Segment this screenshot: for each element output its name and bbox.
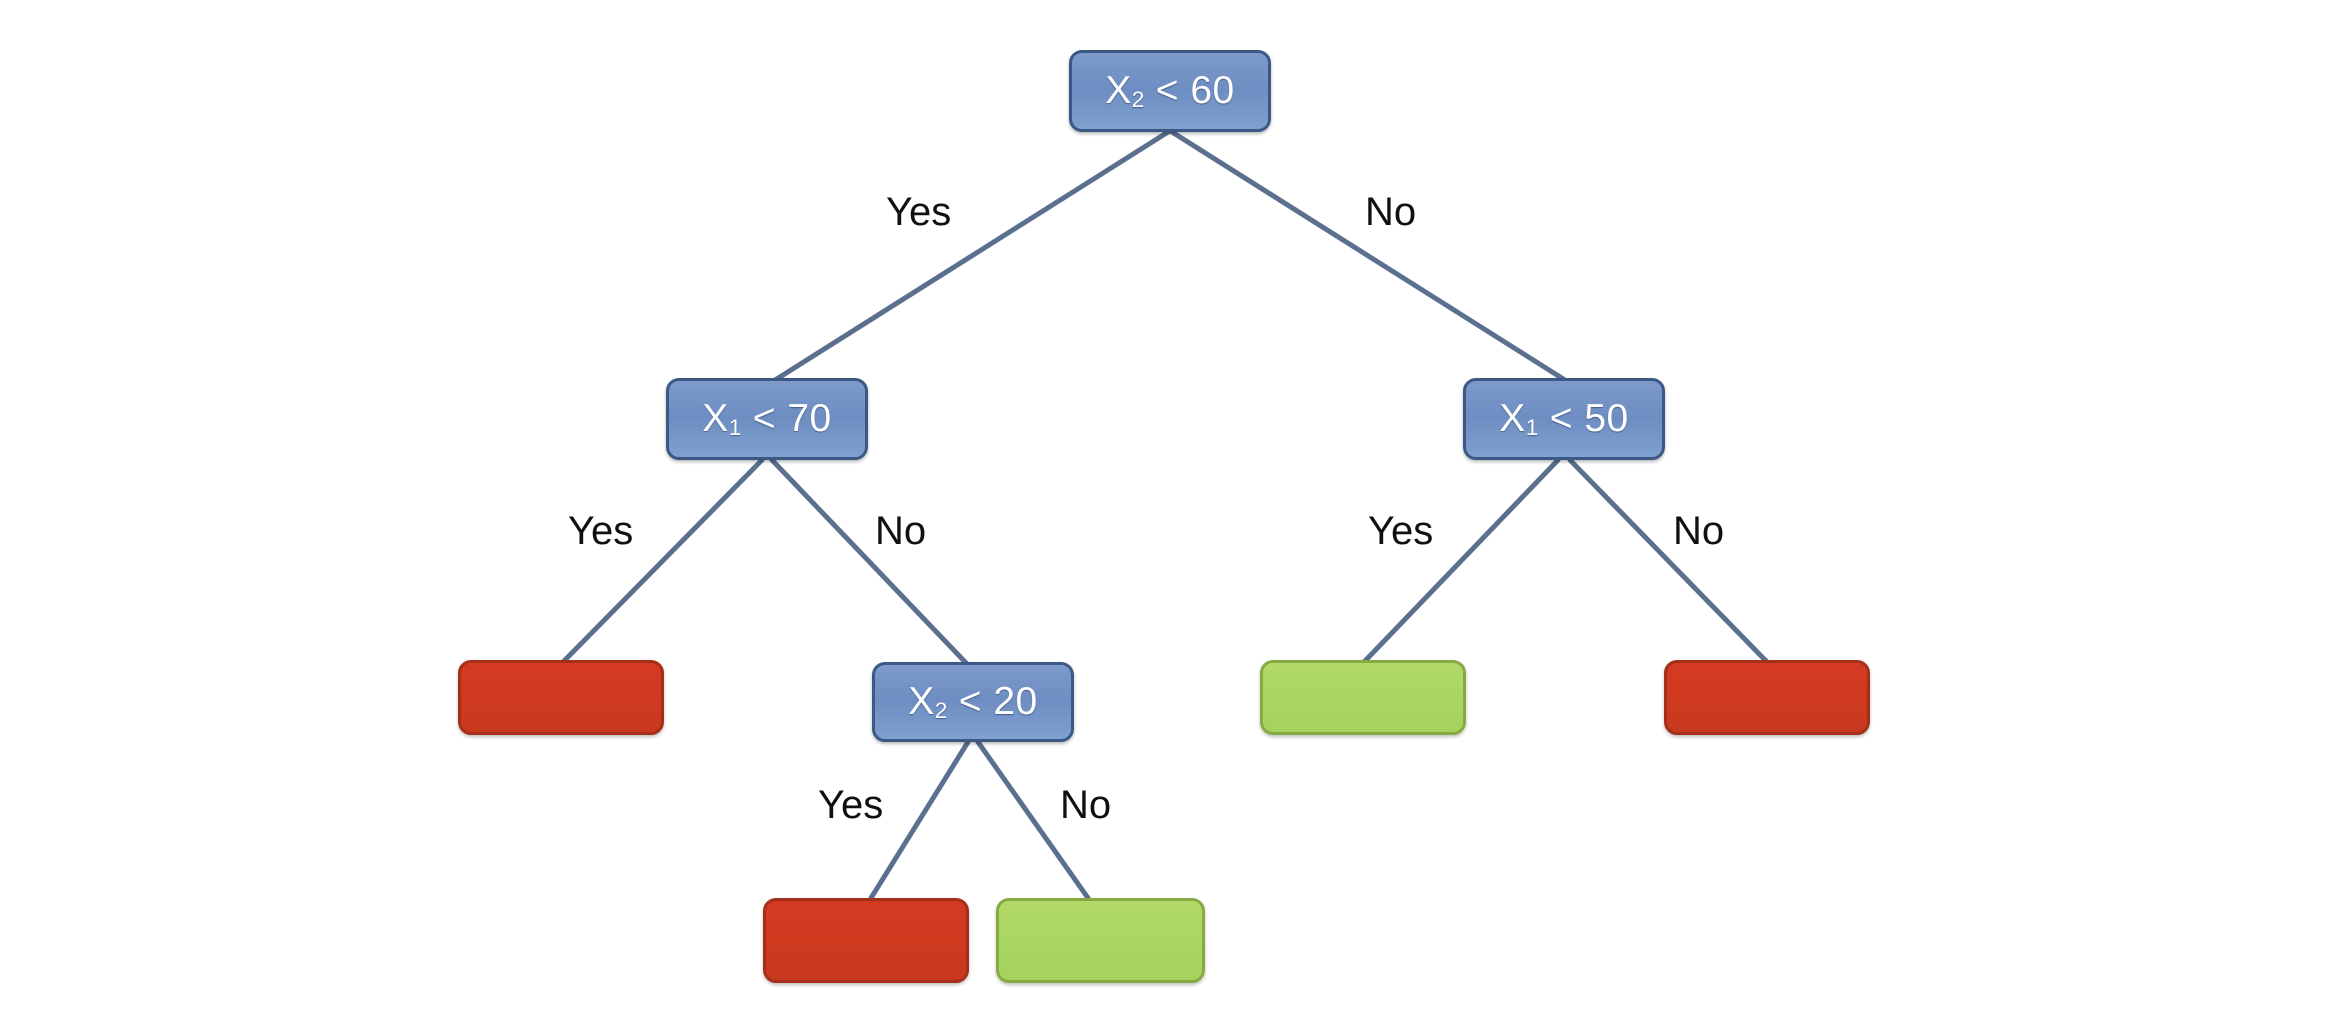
edge-label-root-no: No [1365,190,1417,234]
edge-label-right1-no: No [1673,509,1725,553]
leaf-node-red-right-no[interactable] [1664,660,1870,735]
left-white-gutter [0,0,56,1010]
node-right1-label: X1 < 50 [1499,396,1629,440]
edge-label-left1-yes: Yes [568,509,634,553]
edge-right1-to-leafrl [1361,457,1561,665]
node-mid2-x2-lt-20[interactable]: X2 < 20 [872,662,1074,742]
edge-root-to-right1 [1169,129,1571,385]
edge-label-mid2-no: No [1060,783,1112,827]
leaf-node-green-right-yes[interactable] [1260,660,1466,735]
leaf-node-green-bottom-no[interactable] [996,898,1205,983]
right-white-gutter [2292,0,2348,1010]
node-right1-x1-lt-50[interactable]: X1 < 50 [1463,378,1665,460]
node-mid2-label: X2 < 20 [908,679,1038,723]
edge-label-right1-yes: Yes [1368,509,1434,553]
edge-label-root-yes: Yes [886,190,952,234]
edge-right1-to-leafrr [1567,457,1770,665]
edge-mid2-to-leafmidl [868,739,971,901]
leaf-node-red-bottom-yes[interactable] [763,898,969,983]
edge-label-left1-no: No [875,509,927,553]
edge-root-to-left1 [769,129,1171,385]
edge-label-mid2-yes: Yes [818,783,884,827]
edge-left1-to-leafll [560,457,765,665]
edge-left1-to-mid2 [769,457,971,668]
node-left1-x1-lt-70[interactable]: X1 < 70 [666,378,868,460]
node-root-label: X2 < 60 [1105,68,1235,112]
node-left1-label: X1 < 70 [702,396,832,440]
edge-mid2-to-leafmidr [975,739,1091,901]
node-root-x2-lt-60[interactable]: X2 < 60 [1069,50,1271,132]
leaf-node-red-left[interactable] [458,660,664,735]
